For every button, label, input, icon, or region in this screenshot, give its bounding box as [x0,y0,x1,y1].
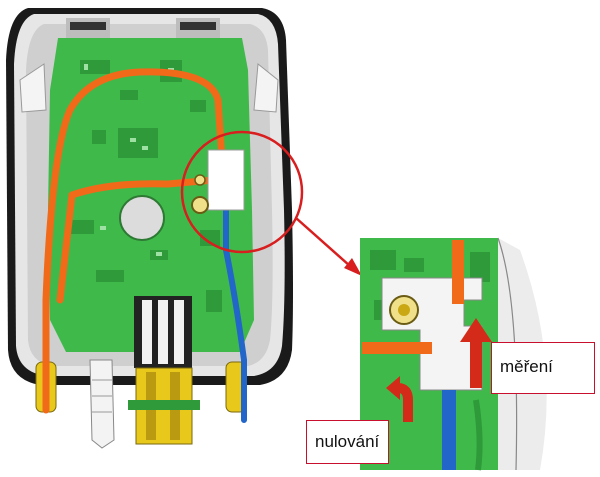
circuit-board [48,38,254,352]
junction-block [191,149,245,214]
measure-arrow [460,318,492,388]
callout-circle [180,130,362,276]
zeroing-arrow [386,376,413,422]
measure-label: měření [491,342,595,394]
zeroing-label: nulování [306,420,389,464]
blue-wire [223,202,247,423]
orange-wires [42,68,226,414]
